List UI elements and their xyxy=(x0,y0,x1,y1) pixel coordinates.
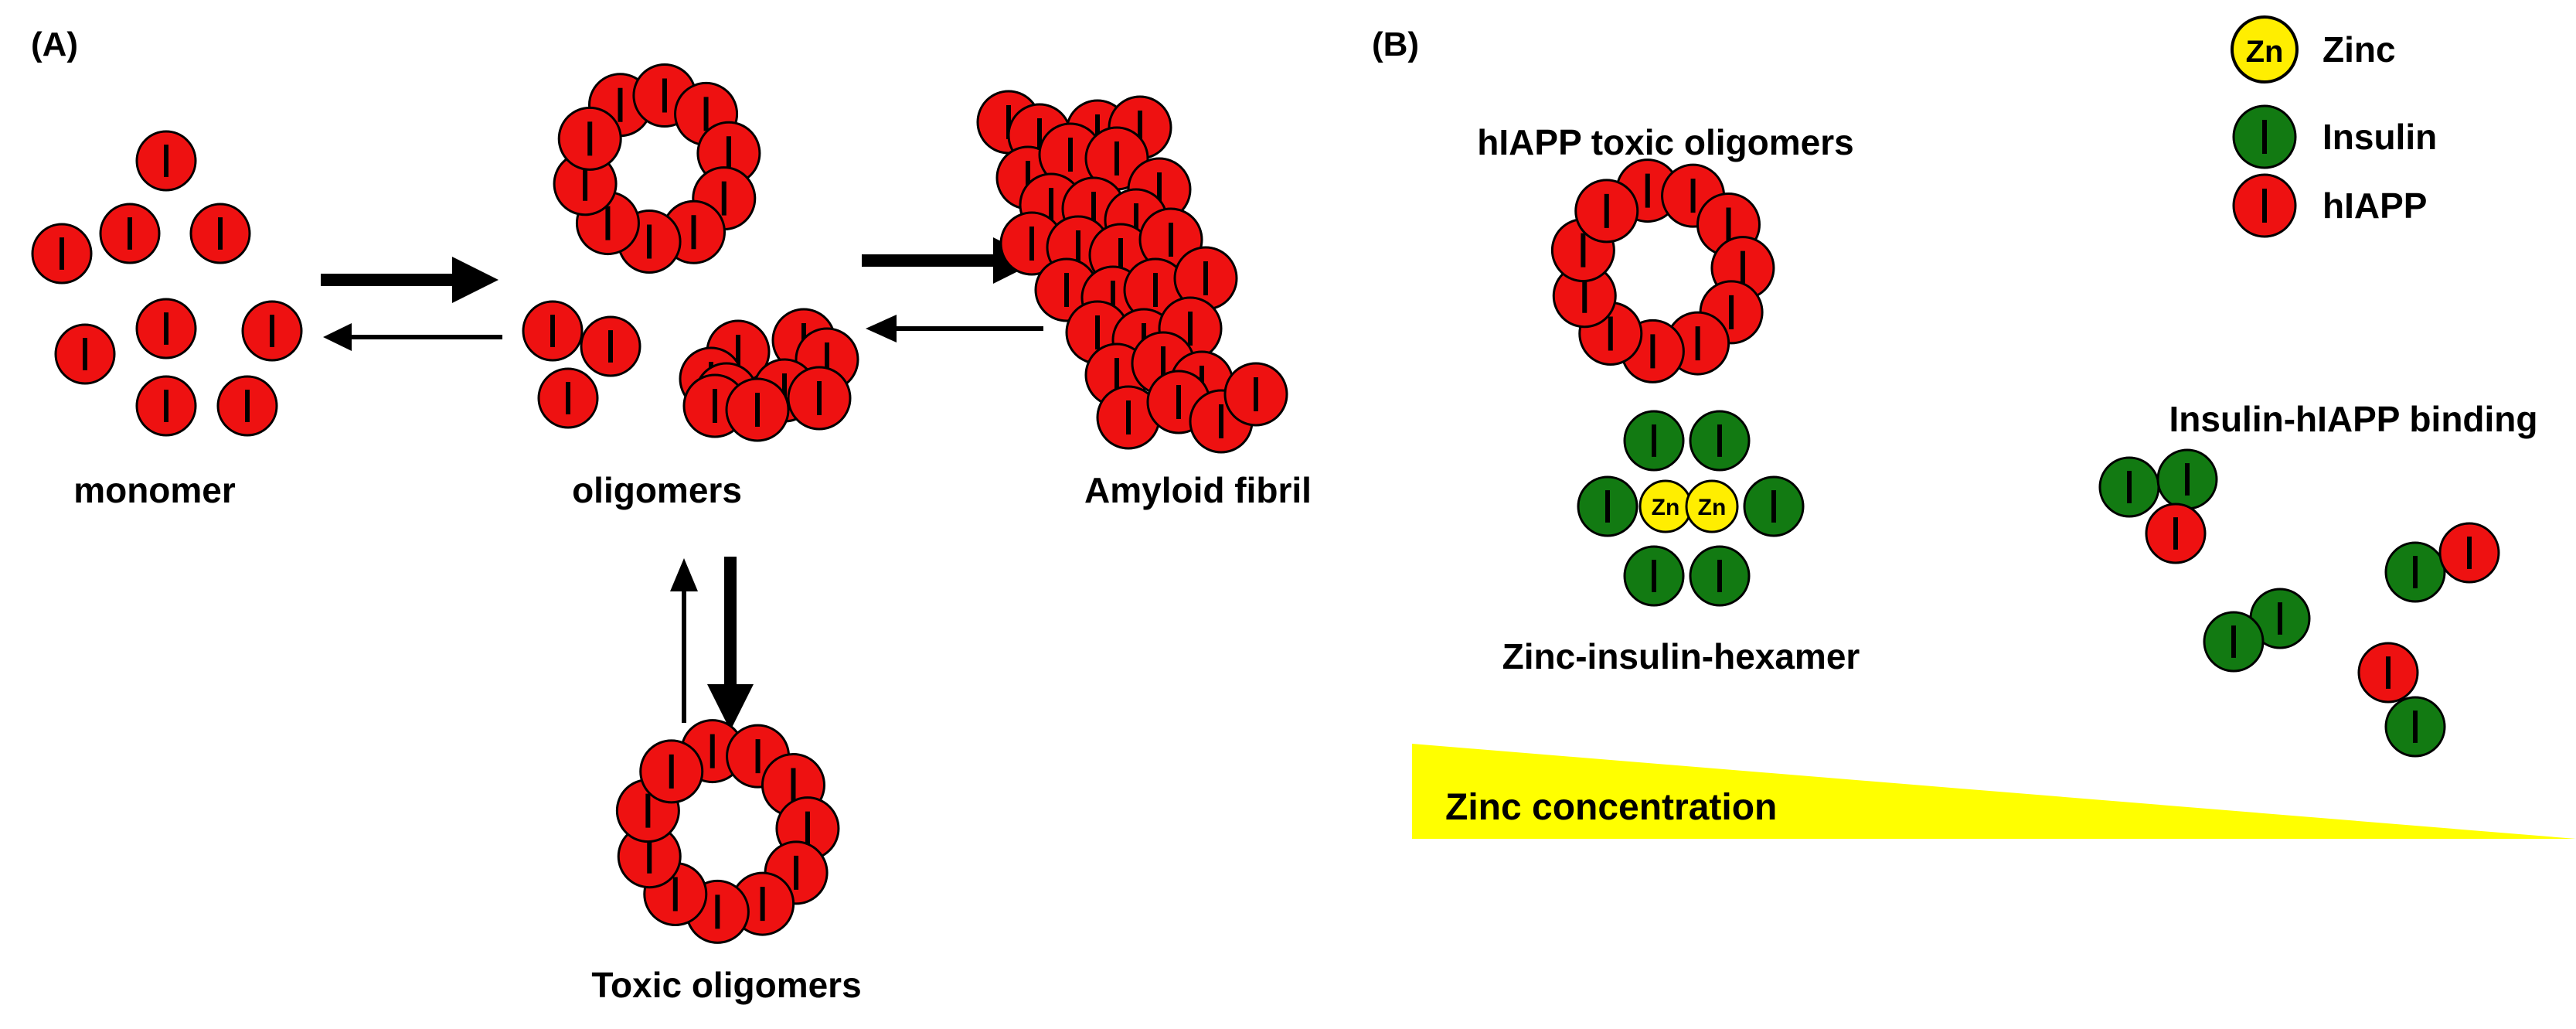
zinc-ion-label: Zn xyxy=(1698,495,1727,520)
legend-insulin-label: Insulin xyxy=(2322,117,2437,157)
insulin-molecule xyxy=(2156,448,2218,510)
hexamer-label: Zinc-insulin-hexamer xyxy=(1502,636,1860,676)
insulin-molecule xyxy=(1577,475,1638,537)
arrow-oligomer-to-toxic xyxy=(707,557,754,731)
zinc-ion: Zn xyxy=(1638,479,1693,533)
binding-label: Insulin-hIAPP binding xyxy=(2169,399,2537,439)
insulin-molecule xyxy=(1623,410,1685,472)
hiapp-toxic-oligomer-ring xyxy=(1550,158,1775,383)
hiapp-molecule xyxy=(135,298,197,359)
legend-hiapp-label: hIAPP xyxy=(2322,186,2427,226)
oligomer-group xyxy=(522,63,859,442)
hiapp-molecule xyxy=(725,377,790,442)
panel-a-label: (A) xyxy=(31,26,78,63)
arrow-fibril-to-oligomer xyxy=(866,315,1043,342)
insulin-molecule xyxy=(2384,696,2446,758)
arrow-monomer-to-oligomer xyxy=(321,257,499,303)
zinc-concentration-label: Zinc concentration xyxy=(1445,787,1777,828)
hiapp-toxic-oligomers-label: hIAPP toxic oligomers xyxy=(1477,122,1853,162)
toxic-oligomer-ring xyxy=(615,719,840,944)
legend-zinc: Zn Zinc xyxy=(2231,15,2396,83)
insulin-molecule xyxy=(1623,545,1685,607)
hiapp-molecule xyxy=(2145,503,2207,564)
zinc-ion-label: Zn xyxy=(1652,495,1680,520)
legend-insulin xyxy=(2232,104,2297,169)
insulin-molecule xyxy=(1743,475,1805,537)
zinc-ion: Zn xyxy=(1685,479,1739,533)
hiapp-molecule xyxy=(1574,179,1639,244)
hiapp-molecule xyxy=(241,300,303,362)
insulin-molecule xyxy=(2098,456,2160,518)
legend: Zn Zinc Insulin hIAPP xyxy=(2231,15,2437,238)
hiapp-molecule xyxy=(135,375,197,437)
hiapp-molecule xyxy=(557,106,622,171)
hiapp-molecule xyxy=(2438,522,2500,584)
arrow-toxic-to-oligomer xyxy=(670,558,698,723)
insulin-molecule xyxy=(2384,541,2446,603)
oligomers-label: oligomers xyxy=(572,470,742,510)
insulin-molecule xyxy=(2203,611,2265,673)
hiapp-molecule xyxy=(1223,362,1288,427)
arrow-oligomer-to-monomer xyxy=(323,323,502,351)
hiapp-molecule xyxy=(135,130,197,192)
insulin-hiapp-binding-pairs xyxy=(2098,448,2500,758)
zinc-insulin-hexamer: Zn Zn xyxy=(1577,410,1805,607)
hiapp-molecule xyxy=(580,315,641,377)
panel-b-label: (B) xyxy=(1372,26,1419,63)
insulin-molecule xyxy=(2232,104,2297,169)
zinc-symbol-icon xyxy=(2231,15,2299,83)
hiapp-molecule xyxy=(1173,246,1238,311)
zinc-concentration-wedge xyxy=(1412,744,2576,839)
hiapp-molecule xyxy=(522,300,584,362)
insulin-molecule xyxy=(1689,545,1751,607)
legend-zn-symbol: Zn xyxy=(2246,35,2284,69)
legend-hiapp xyxy=(2232,173,2297,238)
insulin-molecule xyxy=(1689,410,1751,472)
hiapp-molecule xyxy=(54,323,116,385)
hiapp-molecule xyxy=(2357,642,2419,704)
hiapp-molecule xyxy=(639,739,704,804)
monomer-cluster xyxy=(31,130,303,437)
toxic-oligomers-label: Toxic oligomers xyxy=(591,965,861,1005)
hiapp-molecule xyxy=(537,367,599,429)
fibril-label: Amyloid fibril xyxy=(1084,470,1312,510)
hiapp-molecule xyxy=(1038,122,1103,187)
hiapp-molecule xyxy=(216,375,278,437)
hiapp-molecule xyxy=(189,203,251,264)
hiapp-molecule xyxy=(2232,173,2297,238)
legend-zinc-label: Zinc xyxy=(2322,29,2396,70)
hiapp-molecule xyxy=(31,223,93,285)
monomer-label: monomer xyxy=(73,470,236,510)
hiapp-molecule xyxy=(99,203,161,264)
hiapp-molecule xyxy=(787,366,852,431)
amyloid-fibril xyxy=(976,90,1288,454)
